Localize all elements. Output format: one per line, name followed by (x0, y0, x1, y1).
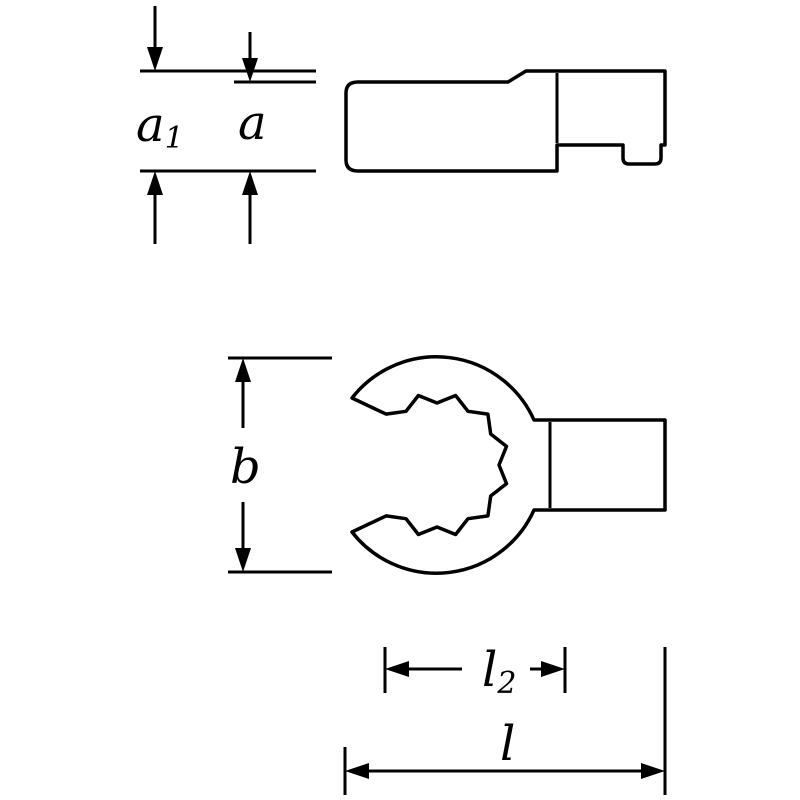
l-left-arrowhead (345, 763, 369, 779)
a1-bottom-arrowhead (147, 171, 163, 195)
b-top-arrowhead (235, 358, 251, 382)
dimension-l: l (343, 647, 667, 795)
l2-left-arrowhead (385, 661, 409, 677)
label-b: b (230, 439, 261, 495)
l-right-arrowhead (641, 763, 665, 779)
ring-head-outline (350, 355, 667, 575)
a-bottom-arrowhead (242, 171, 258, 195)
label-a: a (238, 95, 267, 151)
side-view (344, 69, 667, 173)
label-l: l (500, 716, 515, 772)
dimension-l2: l2 (383, 642, 567, 701)
a-top-arrowhead (242, 58, 258, 82)
front-view (350, 355, 667, 575)
dimension-a1: a1 (136, 6, 316, 244)
dimension-b: b (228, 356, 332, 574)
l2-right-arrowhead (541, 661, 565, 677)
label-l2: l2 (482, 642, 516, 701)
b-bottom-arrowhead (235, 548, 251, 572)
side-view-outline (344, 69, 667, 173)
a1-top-arrowhead (147, 47, 163, 71)
label-a1: a1 (136, 97, 184, 156)
dimension-a: a (234, 32, 316, 244)
